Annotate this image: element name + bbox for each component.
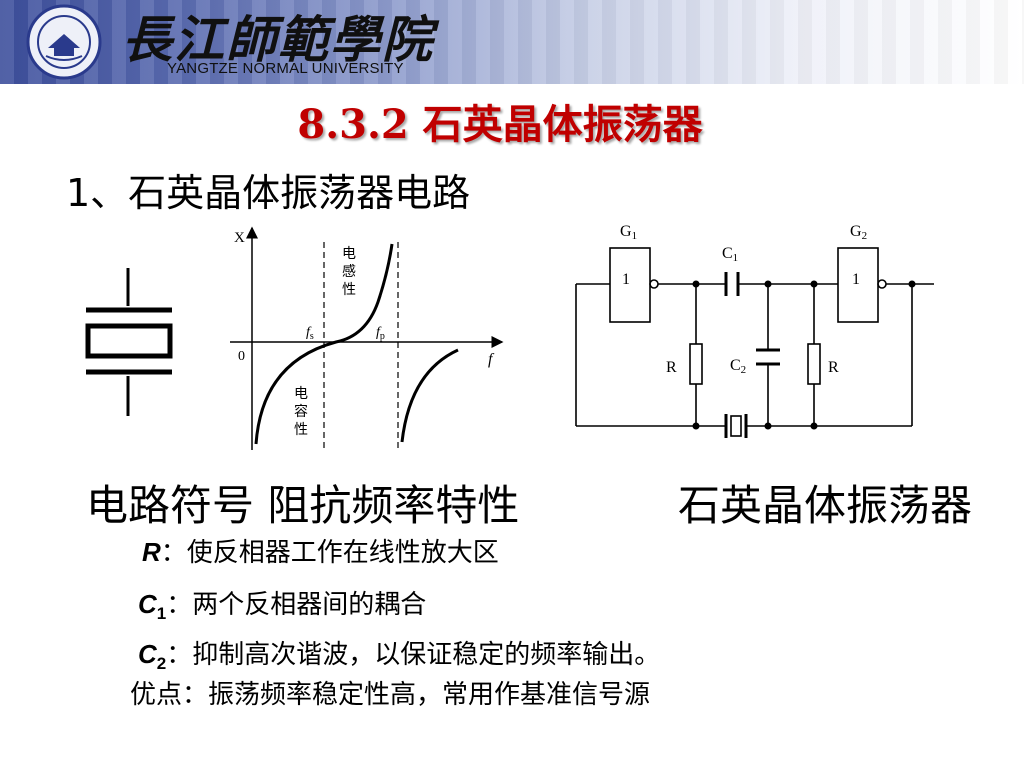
gate-g1-symbol: 1 xyxy=(622,271,630,288)
header-banner: 長江師範學院 YANGTZE NORMAL UNIVERSITY xyxy=(0,0,1024,84)
university-seal-icon xyxy=(26,4,102,80)
fp-label: fp xyxy=(376,325,385,342)
svg-text:电: 电 xyxy=(294,386,308,402)
gate-g2-bubble xyxy=(877,279,887,289)
caption-oscillator: 石英晶体振荡器 xyxy=(678,481,973,530)
r-right-label: R xyxy=(828,359,839,376)
gate-g2-symbol: 1 xyxy=(852,271,860,288)
reactance-curve-lower xyxy=(254,243,394,445)
note-r-text: ：使反相器工作在线性放大区 xyxy=(160,538,499,568)
slide-title: 8.3.2 石英晶体振荡器 xyxy=(297,101,703,148)
caption-symbol-impedance: 电路符号 阻抗频率特性 xyxy=(86,481,520,530)
svg-text:电: 电 xyxy=(342,246,356,262)
reactance-curve-upper xyxy=(400,348,459,443)
crystal-symbol-diagram xyxy=(85,268,173,416)
capacitive-label: 电 容 性 xyxy=(294,386,308,438)
gate-g1-label: G1 xyxy=(620,223,637,242)
note-c2: C2：抑制高次谐波，以保证稳定的频率输出。 xyxy=(138,634,660,674)
inductive-label: 电 感 性 xyxy=(342,246,356,298)
y-axis-label: X xyxy=(234,230,245,246)
note-r-key: R xyxy=(142,537,161,567)
resistor-right xyxy=(807,343,821,385)
note-c1-key: C1 xyxy=(138,589,167,624)
note-c2-text: ：抑制高次谐波，以保证稳定的频率输出。 xyxy=(166,640,661,670)
banner-stripes xyxy=(0,0,1024,84)
impedance-frequency-graph: X f 0 fs fp 电 感 性 电 容 性 xyxy=(230,226,504,450)
r-left-label: R xyxy=(666,359,677,376)
fs-label: fs xyxy=(306,325,314,342)
advantage-note: 优点：振荡频率稳定性高，常用作基准信号源 xyxy=(130,680,651,710)
note-c1: C1：两个反相器间的耦合 xyxy=(138,584,426,624)
section-heading: 1、石英晶体振荡器电路 xyxy=(66,171,471,215)
origin-label: 0 xyxy=(238,349,245,364)
crystal-oscillator-circuit: G1 G2 1 1 C1 C2 R R xyxy=(575,223,934,438)
svg-text:感: 感 xyxy=(342,263,356,280)
note-r: R：使反相器工作在线性放大区 xyxy=(142,532,499,572)
gate-g1 xyxy=(609,247,651,323)
svg-text:性: 性 xyxy=(294,422,308,438)
svg-text:性: 性 xyxy=(342,282,356,298)
gate-g2-label: G2 xyxy=(850,223,867,242)
c1-label: C1 xyxy=(722,245,738,264)
gate-g1-bubble xyxy=(649,279,659,289)
note-c2-key: C2 xyxy=(138,639,167,674)
university-name-en: YANGTZE NORMAL UNIVERSITY xyxy=(167,60,404,77)
crystal-body xyxy=(730,415,742,437)
resistor-left xyxy=(689,343,703,385)
note-c1-text: ：两个反相器间的耦合 xyxy=(166,590,427,620)
university-name-cn: 長江師範學院 xyxy=(122,10,434,69)
c2-label: C2 xyxy=(730,357,746,376)
x-axis-label: f xyxy=(488,351,495,368)
svg-text:容: 容 xyxy=(294,403,308,420)
